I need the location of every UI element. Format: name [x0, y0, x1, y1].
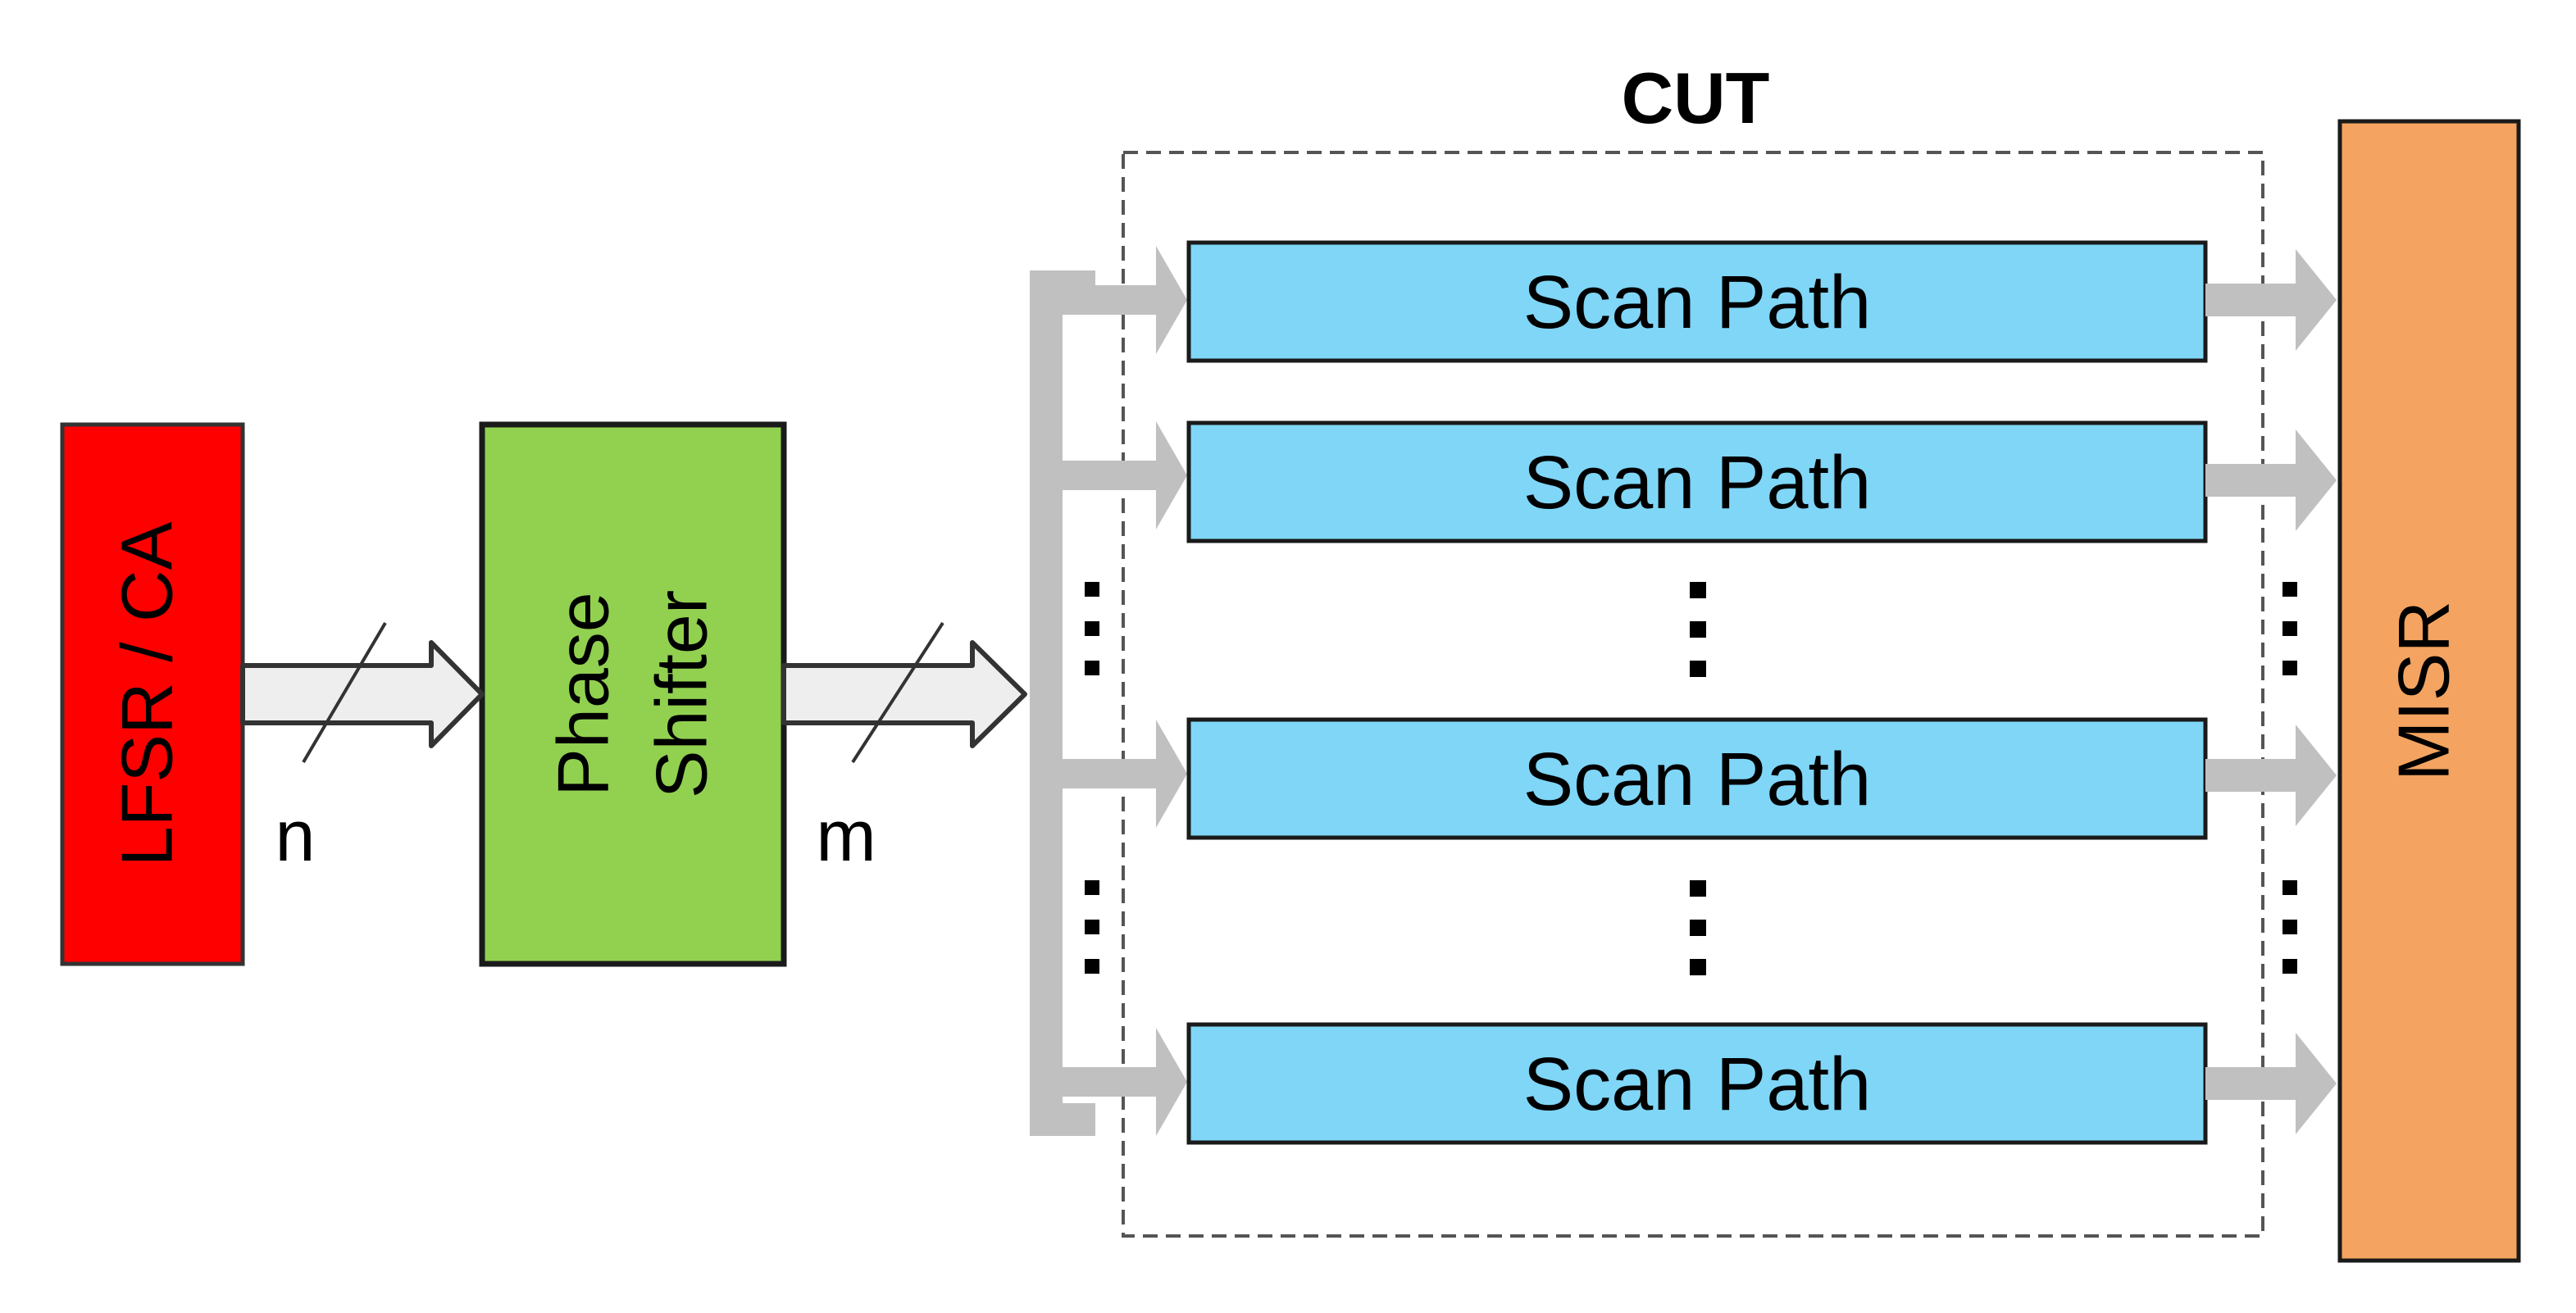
scan-path-2: Scan Path — [1186, 420, 2208, 543]
bus-label-n: n — [275, 795, 316, 876]
scan-path-label: Scan Path — [1523, 441, 1872, 525]
lfsr-ca-block — [60, 422, 245, 966]
output-arrow-3 — [2205, 725, 2337, 826]
phase-shifter-label-line2: Shifter — [640, 590, 721, 798]
phase-shifter-block — [479, 421, 787, 967]
scan-path-box — [1186, 717, 2208, 840]
ellipsis-right-lower — [2282, 880, 2297, 974]
bus-width-slash-n — [302, 621, 387, 764]
cut-title: CUT — [1622, 57, 1770, 139]
scan-path-label: Scan Path — [1523, 738, 1872, 821]
branch-arrow-3 — [1063, 720, 1187, 828]
misr-block — [2337, 119, 2521, 1263]
bus-arrow-n — [240, 640, 485, 748]
phase-shifter-label-line1: Phase — [542, 592, 623, 797]
branch-arrows — [1063, 246, 1187, 1136]
lfsr-ca-label: LFSR / CA — [106, 521, 187, 866]
ellipsis-left-lower — [1085, 880, 1099, 974]
bus-arrow-m — [781, 640, 1027, 748]
ellipsis-left-upper — [1085, 582, 1099, 675]
distribution-trunk — [1030, 270, 1063, 1136]
distribution-bus — [1030, 270, 1095, 1136]
output-arrow-2 — [2205, 429, 2337, 531]
scan-path-4: Scan Path — [1186, 1022, 2208, 1145]
branch-arrow-4 — [1063, 1028, 1187, 1136]
output-arrow-4 — [2205, 1033, 2337, 1134]
scan-path-label: Scan Path — [1523, 261, 1872, 344]
misr-label: MISR — [2383, 601, 2464, 781]
output-arrow-1 — [2205, 249, 2337, 351]
scan-path-1: Scan Path — [1186, 240, 2208, 363]
output-arrows — [2205, 249, 2337, 1134]
branch-arrow-2 — [1063, 421, 1187, 529]
scan-path-label: Scan Path — [1523, 1043, 1872, 1126]
cut-boundary — [1122, 151, 2264, 1238]
bus-width-slash-m — [851, 621, 944, 764]
bus-label-m: m — [816, 795, 876, 876]
scan-path-3: Scan Path — [1186, 717, 2208, 840]
ellipsis-right-upper — [2282, 582, 2297, 675]
branch-arrow-1 — [1063, 246, 1187, 354]
ellipsis-center-lower — [1690, 880, 1706, 975]
distribution-bottom-stub — [1030, 1103, 1095, 1136]
ellipsis-center-upper — [1690, 582, 1706, 677]
